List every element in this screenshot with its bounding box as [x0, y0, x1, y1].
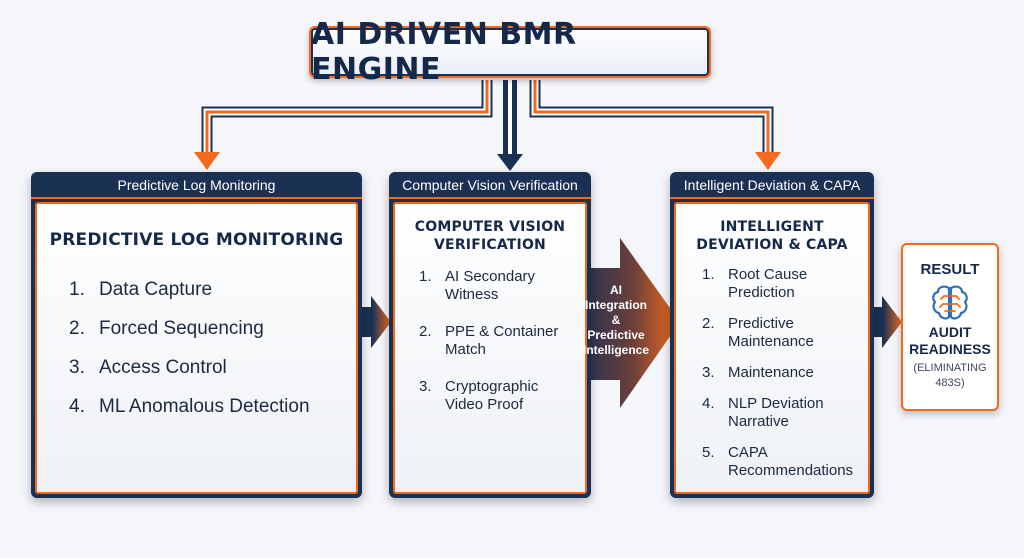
brain-icon [932, 285, 968, 320]
integration-arrow [574, 238, 680, 408]
list-item: 4. ML Anomalous Detection [69, 395, 310, 417]
feature-list: 1. Data Capture 2. Forced Sequencing 3. … [69, 270, 356, 426]
result-box: RESULT AUDIT READINESS (ELIMINATING 483S… [901, 243, 999, 411]
panel-intelligent-deviation-capa: Intelligent Deviation & CAPA INTELLIGENT… [670, 172, 874, 498]
panel-predictive-log-monitoring: Predictive Log Monitoring PREDICTIVE LOG… [31, 172, 362, 498]
panel-title: PREDICTIVE LOG MONITORING [49, 230, 344, 250]
panel-title: COMPUTER VISION VERIFICATION [414, 219, 566, 253]
engine-title: AI DRIVEN BMR ENGINE [309, 17, 711, 87]
flow-arrow-1 [357, 296, 391, 348]
list-item: 2. Forced Sequencing [69, 317, 264, 339]
flow-arrow-2 [868, 296, 902, 348]
integration-arrow-label: AI Integration & Predictive Intelligence [582, 283, 650, 357]
connector-left-arrow [194, 80, 493, 170]
result-title: RESULT [920, 261, 980, 278]
list-item: 3. Access Control [69, 356, 227, 378]
connector-center-arrow [497, 80, 523, 171]
panel-header: Predictive Log Monitoring [31, 172, 362, 199]
panel-title: INTELLIGENT DEVIATION & CAPA [696, 219, 848, 253]
panel-body: COMPUTER VISION VERIFICATION 1. AI Secon… [393, 202, 587, 494]
panel-body: INTELLIGENT DEVIATION & CAPA 1. Root Cau… [674, 202, 870, 494]
panel-header: Computer Vision Verification [389, 172, 591, 199]
panel-body: PREDICTIVE LOG MONITORING 1. Data Captur… [35, 202, 358, 494]
panel-computer-vision-verification: Computer Vision Verification COMPUTER VI… [389, 172, 591, 498]
connector-right-arrow [529, 80, 781, 170]
list-item: 1. Data Capture [69, 278, 213, 300]
panel-header: Intelligent Deviation & CAPA [670, 172, 874, 199]
result-subtext: (ELIMINATING 483S) [913, 362, 987, 389]
result-main: AUDIT READINESS [909, 324, 991, 357]
list-item: 3. Maintenance [702, 364, 814, 381]
